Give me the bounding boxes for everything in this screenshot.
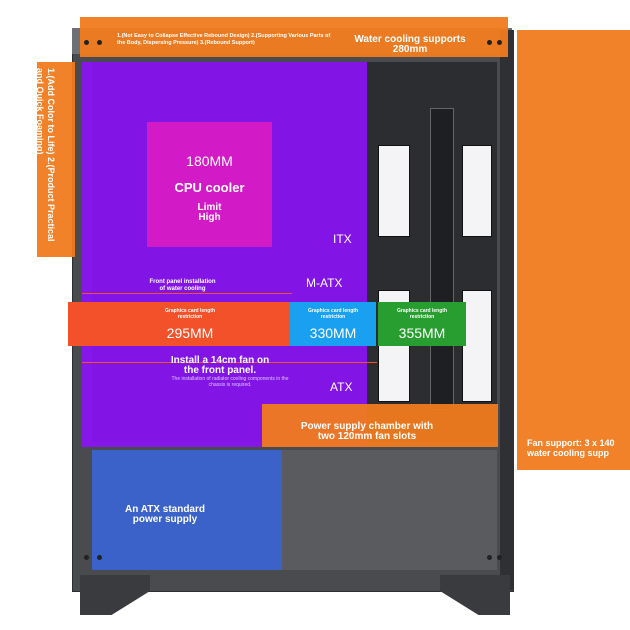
psu-label: An ATX standard power supply xyxy=(100,505,230,525)
itx-label: ITX xyxy=(333,232,352,246)
psu-chamber-banner xyxy=(262,404,498,447)
fan-note-sub: The installation of radiator cooling com… xyxy=(171,376,289,388)
gpu-heading-line1: Graphics card length xyxy=(164,308,215,314)
case-front-edge xyxy=(500,30,514,590)
screw xyxy=(84,40,89,45)
psu-chamber-line2: two 120mm fan slots xyxy=(317,431,417,442)
right-banner-line2: water cooling supp xyxy=(527,448,610,458)
right-banner-line1: Fan support: 3 x 140 xyxy=(527,438,615,448)
expansion-slot xyxy=(462,290,492,402)
front-panel-line2: of water cooling xyxy=(159,286,206,292)
fan-note-label: Install a 14cm fan on the front panel. xyxy=(150,356,290,376)
top-banner xyxy=(80,17,508,57)
cpu-cooler-label: CPU cooler xyxy=(174,180,245,195)
top-banner-title-line2: 280mm xyxy=(392,44,428,55)
psu-area xyxy=(92,450,282,570)
left-banner xyxy=(37,62,75,257)
front-panel-line1: Front panel installation xyxy=(149,279,216,285)
matx-label: M-ATX xyxy=(306,276,343,290)
gpu-heading-355: Graphics card length restriction xyxy=(378,308,466,320)
top-banner-title: Water cooling supports 280mm xyxy=(340,35,480,55)
screw xyxy=(84,555,89,560)
pci-bracket xyxy=(430,108,454,410)
left-banner-text: 1.(Add Color to Life) 2.(Product Practic… xyxy=(35,68,56,242)
gpu-heading-330: Graphics card length restriction xyxy=(290,308,376,320)
cpu-limit-label: Limit High xyxy=(147,203,272,223)
expansion-slot xyxy=(378,145,410,237)
right-banner-label: Fan support: 3 x 140 water cooling supp xyxy=(527,438,630,458)
screw xyxy=(487,555,492,560)
case-foot-right xyxy=(440,575,510,615)
top-banner-title-line1: Water cooling supports xyxy=(354,34,466,45)
gpu-length-295 xyxy=(68,302,290,346)
gpu-heading-line2: restriction xyxy=(409,314,435,320)
fan-note-line1: Install a 14cm fan on xyxy=(170,355,270,366)
cpu-limit-line1: Limit xyxy=(197,202,222,213)
motherboard-area xyxy=(82,62,367,447)
psu-shroud xyxy=(282,450,497,570)
case-foot-left xyxy=(80,575,150,615)
gpu-heading-line1: Graphics card length xyxy=(307,308,358,314)
front-panel-line xyxy=(82,293,292,294)
screw xyxy=(97,40,102,45)
cpu-size-label: 180MM xyxy=(186,153,233,169)
screw xyxy=(487,40,492,45)
gpu-length-label: 295MM xyxy=(166,325,214,341)
expansion-slot xyxy=(462,145,492,237)
screw xyxy=(497,40,502,45)
cpu-cooler-box xyxy=(147,122,272,247)
front-panel-label: Front panel installation of water coolin… xyxy=(120,279,245,293)
top-banner-small-text: 1.(Not Easy to Collapse Effective Reboun… xyxy=(117,33,331,46)
atx-label: ATX xyxy=(330,380,353,394)
fan-note-line xyxy=(82,362,377,363)
psu-chamber-line1: Power supply chamber with xyxy=(300,421,434,432)
cpu-limit-line2: High xyxy=(198,212,221,223)
gpu-heading-295: Graphics card length restriction xyxy=(140,308,240,320)
gpu-heading-line2: restriction xyxy=(320,314,346,320)
psu-label-line2: power supply xyxy=(132,514,198,525)
screw xyxy=(497,555,502,560)
psu-label-line1: An ATX standard xyxy=(124,504,205,515)
gpu-heading-line1: Graphics card length xyxy=(396,308,447,314)
gpu-length-355 xyxy=(378,302,466,346)
psu-chamber-label: Power supply chamber with two 120mm fan … xyxy=(262,422,472,442)
gpu-heading-line2: restriction xyxy=(177,314,203,320)
right-banner xyxy=(517,30,630,470)
fan-note-line2: the front panel. xyxy=(183,365,257,376)
gpu-length-330 xyxy=(290,302,376,346)
screw xyxy=(97,555,102,560)
gpu-length-label: 355MM xyxy=(398,325,446,341)
gpu-length-label: 330MM xyxy=(309,325,357,341)
